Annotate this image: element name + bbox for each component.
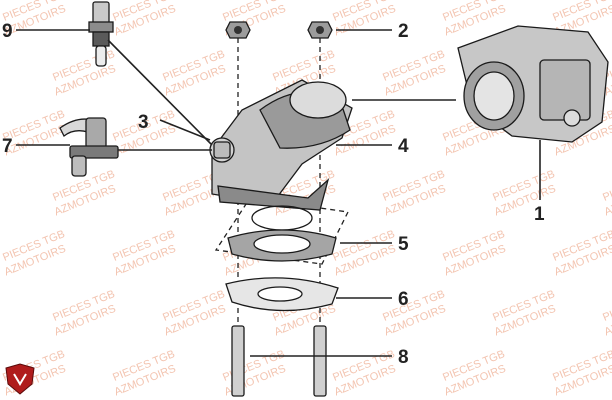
shield-logo-icon: [5, 363, 35, 395]
callout-3: 3: [138, 112, 149, 133]
callout-2: 2: [398, 21, 409, 42]
callout-5: 5: [398, 234, 409, 255]
intake-manifold-icon: [211, 79, 353, 211]
watermark-line1: PIECES TGB: [601, 168, 612, 204]
callout-7: 7: [2, 136, 13, 157]
callout-labels: 9 3 7 2 4 1 5 6 8: [2, 21, 545, 368]
callout-1: 1: [534, 204, 545, 225]
watermark-line1: PIECES TGB: [601, 288, 612, 324]
callout-4: 4: [398, 136, 409, 157]
callout-8: 8: [398, 347, 409, 368]
throttle-body-icon: [457, 25, 609, 143]
gasket-ring-icon: [227, 205, 337, 262]
flange-gasket-icon: [225, 277, 339, 312]
callout-9: 9: [2, 21, 13, 42]
stud-icon: [231, 325, 327, 397]
callout-6: 6: [398, 289, 409, 310]
injector-icon: [59, 117, 119, 177]
nut-icon: [225, 21, 333, 39]
clamp-icon: [209, 137, 235, 163]
leader-lines: [16, 29, 541, 357]
temperature-sensor-icon: [88, 1, 114, 67]
